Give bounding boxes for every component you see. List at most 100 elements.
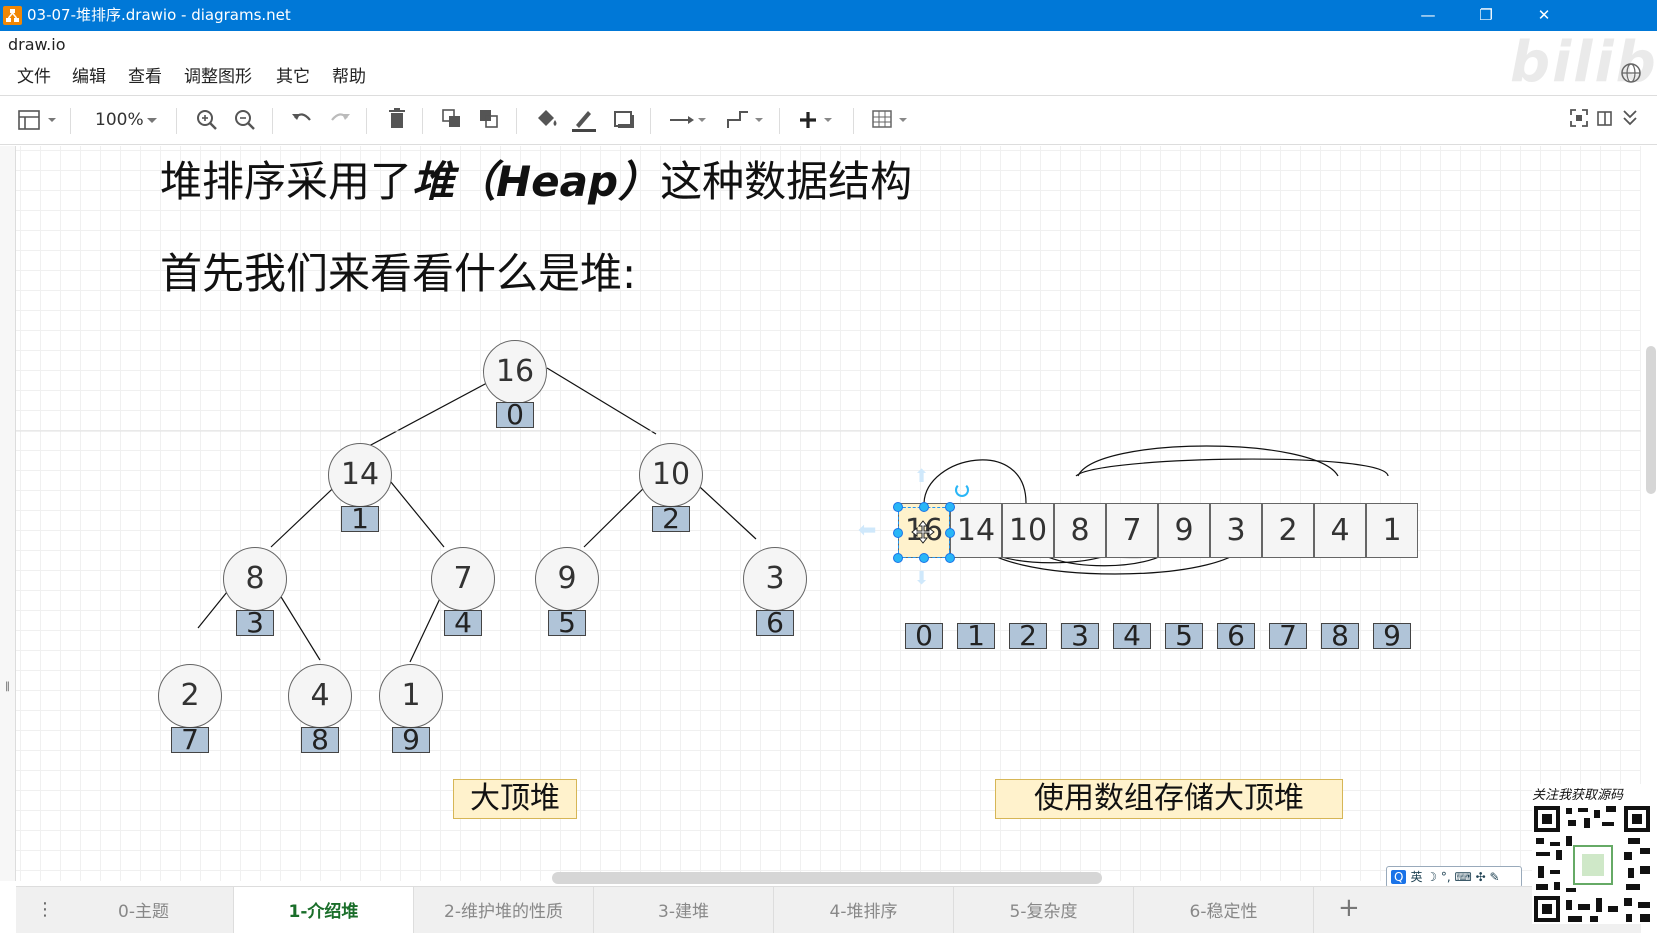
array-cell[interactable]: 9 <box>1158 503 1210 558</box>
array-cell[interactable]: 2 <box>1262 503 1314 558</box>
array-index[interactable]: 4 <box>1113 622 1151 650</box>
left-panel-strip[interactable]: ‖ <box>0 146 16 881</box>
fill-color-icon[interactable] <box>534 96 560 144</box>
tree-node[interactable]: 16 <box>483 340 547 404</box>
array-index[interactable]: 7 <box>1269 622 1307 650</box>
tree-index[interactable]: 9 <box>392 726 430 754</box>
tree-node[interactable]: 9 <box>535 547 599 611</box>
array-index[interactable]: 9 <box>1373 622 1411 650</box>
tab-topic[interactable]: 0-主题 <box>54 887 234 933</box>
label-max-heap[interactable]: 大顶堆 <box>453 779 577 819</box>
array-cell[interactable]: 4 <box>1314 503 1366 558</box>
array-index[interactable]: 1 <box>957 622 995 650</box>
line-color-icon[interactable] <box>570 96 598 144</box>
menu-arrange[interactable]: 调整图形 <box>184 67 252 87</box>
pages-menu-icon[interactable]: ⋮ <box>36 899 54 920</box>
tree-node[interactable]: 4 <box>288 664 352 728</box>
tree-index[interactable]: 1 <box>341 505 379 533</box>
resize-handle[interactable] <box>893 528 903 538</box>
array-index[interactable]: 6 <box>1217 622 1255 650</box>
tree-edge <box>409 589 445 663</box>
array-index[interactable]: 0 <box>905 622 943 650</box>
tree-index[interactable]: 7 <box>171 726 209 754</box>
menu-file[interactable]: 文件 <box>17 67 51 87</box>
array-index[interactable]: 2 <box>1009 622 1047 650</box>
zoom-out-icon[interactable] <box>233 96 257 144</box>
minimize-button[interactable]: — <box>1420 6 1436 24</box>
drawio-logo-icon <box>3 6 22 25</box>
tree-node[interactable]: 2 <box>158 664 222 728</box>
menu-view[interactable]: 查看 <box>128 67 162 87</box>
resize-handle[interactable] <box>893 553 903 563</box>
tree-node[interactable]: 7 <box>431 547 495 611</box>
waypoints-icon[interactable] <box>725 96 769 144</box>
tree-node[interactable]: 1 <box>379 664 443 728</box>
tree-index[interactable]: 6 <box>756 609 794 637</box>
language-globe-icon[interactable] <box>1620 62 1642 84</box>
to-front-icon[interactable] <box>440 96 464 144</box>
arrow-up-hint-icon[interactable]: ⬆ <box>914 466 930 487</box>
label-array-heap[interactable]: 使用数组存储大顶堆 <box>995 779 1343 819</box>
tree-index[interactable]: 8 <box>301 726 339 754</box>
format-panel-icon[interactable] <box>16 96 60 144</box>
to-back-icon[interactable] <box>477 96 501 144</box>
panel-grip-icon[interactable]: ‖ <box>5 681 10 692</box>
tree-index[interactable]: 5 <box>548 609 586 637</box>
tree-index[interactable]: 3 <box>236 609 274 637</box>
tree-index[interactable]: 0 <box>496 401 534 429</box>
tab-build-heap[interactable]: 3-建堆 <box>594 887 774 933</box>
tab-stability[interactable]: 6-稳定性 <box>1134 887 1314 933</box>
array-cell[interactable]: 14 <box>950 503 1002 558</box>
insert-icon[interactable] <box>797 96 841 144</box>
array-cell[interactable]: 3 <box>1210 503 1262 558</box>
redo-icon[interactable] <box>328 96 352 144</box>
menu-extras[interactable]: 其它 <box>276 67 310 87</box>
resize-handle[interactable] <box>919 502 929 512</box>
tree-node[interactable]: 8 <box>223 547 287 611</box>
tab-complexity[interactable]: 5-复杂度 <box>954 887 1134 933</box>
collapse-icon[interactable] <box>1620 96 1640 144</box>
connection-icon[interactable] <box>668 96 712 144</box>
resize-handle[interactable] <box>945 528 955 538</box>
resize-handle[interactable] <box>893 502 903 512</box>
add-page-button[interactable]: + <box>1338 893 1360 923</box>
array-cell[interactable]: 8 <box>1054 503 1106 558</box>
array-cell[interactable]: 10 <box>1002 503 1054 558</box>
shadow-icon[interactable] <box>612 96 636 144</box>
zoom-level[interactable]: 100% <box>95 110 144 130</box>
array-index[interactable]: 3 <box>1061 622 1099 650</box>
restore-button[interactable]: ❐ <box>1479 6 1493 24</box>
menu-help[interactable]: 帮助 <box>332 67 366 87</box>
resize-handle[interactable] <box>945 553 955 563</box>
horizontal-scrollbar[interactable] <box>552 872 1102 884</box>
tree-node[interactable]: 3 <box>743 547 807 611</box>
tree-index[interactable]: 2 <box>652 505 690 533</box>
array-cell[interactable]: 1 <box>1366 503 1418 558</box>
arrow-left-hint-icon[interactable]: ⬅ <box>858 518 877 543</box>
menu-edit[interactable]: 编辑 <box>72 67 106 87</box>
tree-node[interactable]: 14 <box>328 443 392 507</box>
zoom-in-icon[interactable] <box>195 96 219 144</box>
fullscreen-icon[interactable] <box>1568 96 1590 144</box>
toolbar-separator <box>272 108 273 134</box>
close-button[interactable]: ✕ <box>1537 6 1551 24</box>
tree-node[interactable]: 10 <box>639 443 703 507</box>
tree-index[interactable]: 4 <box>444 609 482 637</box>
arrow-down-hint-icon[interactable]: ⬇ <box>914 568 930 589</box>
array-cell[interactable]: 7 <box>1106 503 1158 558</box>
zoom-dropdown-icon[interactable] <box>145 96 161 144</box>
array-index[interactable]: 5 <box>1165 622 1203 650</box>
resize-handle[interactable] <box>919 553 929 563</box>
format-toggle-icon[interactable] <box>1595 96 1615 144</box>
array-index[interactable]: 8 <box>1321 622 1359 650</box>
vertical-scrollbar[interactable] <box>1646 346 1656 494</box>
table-icon[interactable] <box>871 96 915 144</box>
tab-heap-sort[interactable]: 4-堆排序 <box>774 887 954 933</box>
resize-handle[interactable] <box>945 502 955 512</box>
rotate-handle-icon[interactable] <box>955 483 969 497</box>
tab-intro-heap[interactable]: 1-介绍堆 <box>234 887 414 933</box>
undo-icon[interactable] <box>290 96 314 144</box>
delete-icon[interactable] <box>385 96 409 144</box>
tab-maintain-heap[interactable]: 2-维护堆的性质 <box>414 887 594 933</box>
